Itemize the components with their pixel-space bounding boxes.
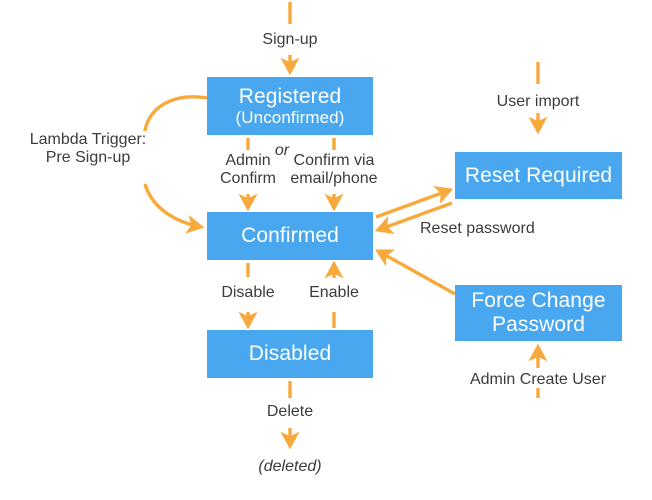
edge-label-disable: Disable: [221, 284, 275, 301]
edge-label-admin-create-user: Admin Create User: [469, 371, 607, 388]
state-box-reset-required[interactable]: Reset Required: [455, 152, 622, 199]
edge-label-lambda-trigger: Lambda Trigger: Pre Sign-up: [29, 131, 147, 167]
edge-confirmed-to-reset: [375, 185, 454, 219]
edge-force-change-to-confirmed: [375, 249, 456, 296]
edge-label-delete: Delete: [266, 403, 314, 420]
terminal-label-deleted: (deleted): [258, 458, 322, 475]
edge-label-sign-up: Sign-up: [262, 31, 318, 48]
edge-label-admin-confirm: Admin Confirm: [219, 152, 276, 188]
state-title-force-change-password: Force Change: [471, 289, 606, 313]
state-title-registered: Registered: [238, 84, 342, 108]
state-subtitle-force-change-password: Password: [491, 313, 585, 336]
edge-lambda-trigger-lower: [143, 183, 205, 234]
state-title-disabled: Disabled: [248, 342, 332, 366]
state-box-confirmed[interactable]: Confirmed: [207, 212, 373, 260]
edge-lambda-trigger-upper: [143, 95, 208, 132]
state-box-force-change-password[interactable]: Force Change Password: [455, 285, 622, 341]
edge-label-reset-password: Reset password: [420, 220, 535, 237]
state-box-registered[interactable]: Registered (Unconfirmed): [207, 77, 373, 135]
state-box-disabled[interactable]: Disabled: [207, 330, 373, 378]
edge-label-enable: Enable: [309, 284, 359, 301]
edge-label-or: or: [274, 142, 290, 159]
edge-label-user-import: User import: [496, 93, 580, 110]
edge-label-confirm-via-email-phone: Confirm via email/phone: [290, 152, 378, 188]
state-subtitle-registered: (Unconfirmed): [235, 108, 345, 128]
state-title-confirmed: Confirmed: [241, 224, 339, 248]
state-title-reset-required: Reset Required: [464, 163, 613, 187]
